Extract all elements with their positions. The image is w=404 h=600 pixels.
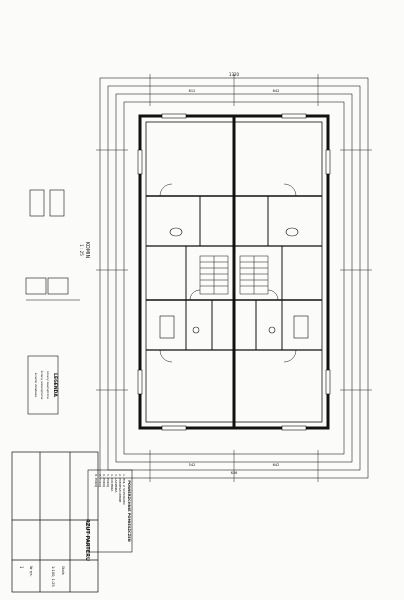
title-block-sheet-label: Nr rys. — [29, 566, 33, 577]
legend-line-2: ściany wewnętrzne — [40, 371, 44, 400]
dimension-bottom-left: 542 — [189, 463, 196, 467]
room-schedule-item-8: 8. POKÓJ — [94, 474, 99, 487]
dimension-top-overall: 1320 — [229, 72, 240, 77]
staircase-left — [199, 255, 229, 295]
building-walls — [138, 114, 330, 430]
dimension-bottom-right: 642 — [273, 463, 280, 467]
room-schedule-item-6: 6. POKÓJ — [102, 474, 107, 487]
title-block-scale-label: Skala — [61, 566, 65, 575]
room-schedule-item-4: 4. KUCHNIA — [110, 474, 114, 492]
chimney-title: KOMIN — [84, 242, 90, 259]
title-block-scale-value: 1:100, 1:25 — [51, 566, 55, 587]
legend-line-3: ścianki działowe — [34, 373, 38, 398]
legend-title: LEGENDA — [52, 373, 58, 397]
dimension-top-right: 642 — [273, 89, 280, 93]
door-swings — [159, 183, 297, 363]
room-schedule-item-2: 2. POMIESZCZENIE — [118, 474, 122, 502]
windows — [137, 113, 331, 431]
legend-line-1: ściany zewnętrzne — [46, 371, 50, 399]
dimension-top-left: 612 — [189, 89, 196, 93]
room-schedule-item-3: 3. ŁAZIENKA — [114, 474, 118, 494]
room-schedule-item-5: 5. POKÓJ — [106, 474, 111, 487]
title-block-drawing-title: RZUT PARTERU — [84, 519, 90, 561]
staircase-right — [239, 255, 269, 295]
title-block-sheet-value: 1 — [19, 566, 24, 569]
room-schedule-item-7: 7. POKÓJ — [98, 474, 103, 487]
bathroom-fixtures — [159, 227, 309, 339]
room-schedule-frame — [87, 469, 133, 553]
dimension-ticks — [96, 74, 372, 482]
chimney-scale: 1 : 25 — [79, 244, 84, 256]
room-schedule-title: POWIERZCHNIE POMIESZCZEŃ — [127, 480, 132, 541]
dimension-bottom-mid: 636 — [231, 471, 238, 475]
title-block — [11, 451, 99, 593]
chimney-detail — [25, 189, 80, 301]
room-schedule-item-1: 1. HOL Z SCHODAMI — [122, 474, 126, 505]
legend-block — [27, 355, 59, 415]
